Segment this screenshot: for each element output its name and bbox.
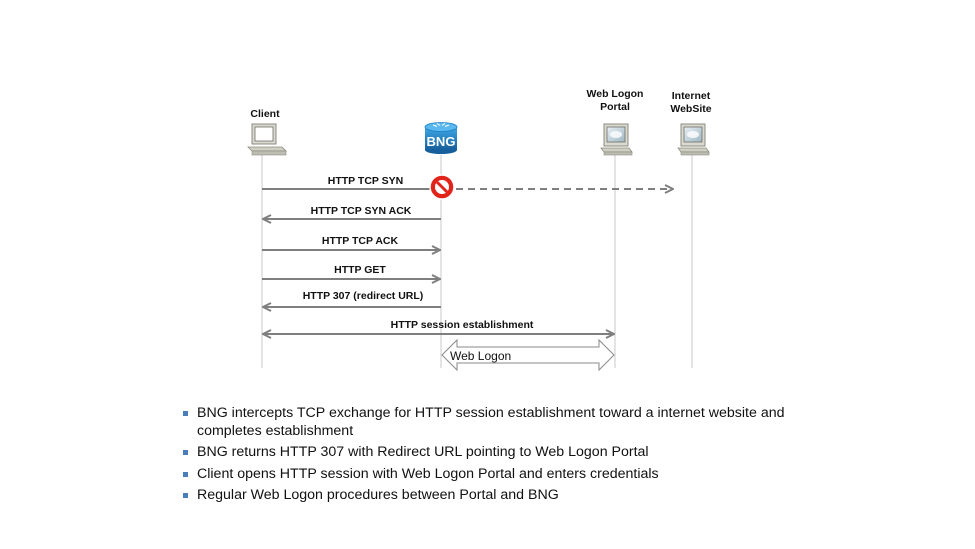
message-arrows xyxy=(262,189,672,334)
bullet-item: BNG intercepts TCP exchange for HTTP ses… xyxy=(183,405,803,440)
client-label: Client xyxy=(250,108,280,120)
web-logon-label: Web Logon xyxy=(450,349,512,363)
bullet-marker xyxy=(183,411,188,416)
bullet-text: BNG intercepts TCP exchange for HTTP ses… xyxy=(197,405,785,439)
bullet-marker xyxy=(183,450,188,456)
block-icon xyxy=(429,174,455,200)
bullet-item: BNG returns HTTP 307 with Redirect URL p… xyxy=(183,444,803,462)
internet-label: Internet WebSite xyxy=(661,90,721,116)
bullet-item: Regular Web Logon procedures between Por… xyxy=(183,487,803,505)
bullet-text: Regular Web Logon procedures between Por… xyxy=(197,487,559,504)
internet-label-line-2: WebSite xyxy=(670,103,712,115)
portal-label-line-1: Web Logon xyxy=(586,88,644,100)
msg-http-get-label: HTTP GET xyxy=(334,264,386,276)
server-icon xyxy=(600,123,633,156)
bng-icon-text: BNG xyxy=(427,134,456,149)
msg-http-307-label: HTTP 307 (redirect URL) xyxy=(302,290,424,302)
web-logon-double-arrow xyxy=(441,338,615,372)
msg-http-session-label: HTTP session establishment xyxy=(390,319,534,331)
bullet-item: Client opens HTTP session with Web Logon… xyxy=(183,466,803,484)
bullet-list: BNG intercepts TCP exchange for HTTP ses… xyxy=(183,405,803,509)
msg-tcp-syn-label: HTTP TCP SYN xyxy=(327,175,404,187)
bullet-text: BNG returns HTTP 307 with Redirect URL p… xyxy=(197,444,649,461)
portal-label: Web Logon Portal xyxy=(580,88,650,114)
bullet-text: Client opens HTTP session with Web Logon… xyxy=(197,465,659,482)
internet-label-line-1: Internet xyxy=(671,90,711,102)
bng-router-icon: BNG xyxy=(424,122,458,154)
bullet-marker xyxy=(183,493,188,499)
bullet-marker xyxy=(183,471,188,477)
msg-tcp-ack-label: HTTP TCP ACK xyxy=(321,235,399,247)
internet-server-icon xyxy=(677,123,710,156)
portal-label-line-2: Portal xyxy=(600,101,630,113)
pc-icon xyxy=(247,123,287,156)
msg-tcp-syn-ack-label: HTTP TCP SYN ACK xyxy=(310,205,412,217)
